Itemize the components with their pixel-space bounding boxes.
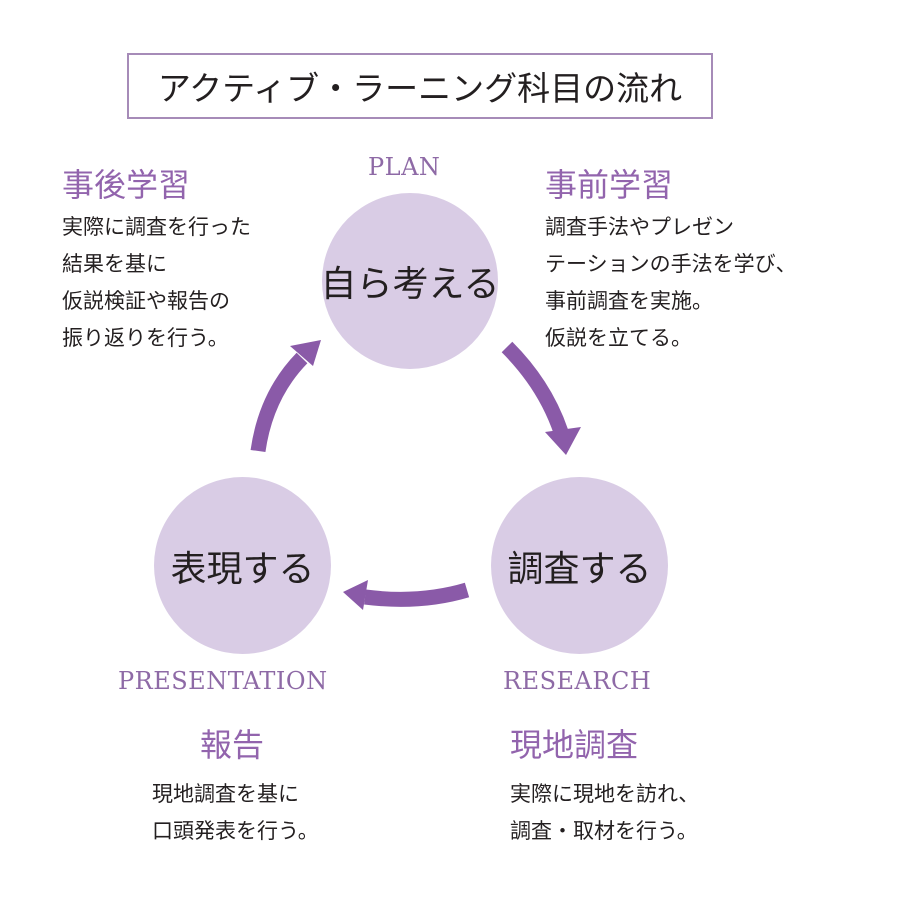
arrow-research-to-presentation bbox=[343, 580, 470, 610]
presentation-circle-text: 表現する bbox=[170, 548, 315, 590]
pre-study-line: テーションの手法を学び、 bbox=[545, 252, 797, 276]
report-line: 口頭発表を行う。 bbox=[152, 819, 319, 843]
report-line: 現地調査を基に bbox=[152, 782, 299, 806]
plan-circle-text: 自ら考える bbox=[320, 264, 500, 305]
research-circle: 調査する bbox=[491, 477, 668, 654]
field-research-line: 調査・取材を行う。 bbox=[510, 819, 698, 843]
post-study-line: 振り返りを行う。 bbox=[62, 326, 229, 350]
field-research-line: 実際に現地を訪れ、 bbox=[510, 782, 700, 806]
report-heading: 報告 bbox=[200, 726, 265, 764]
post-study-line: 実際に調査を行った bbox=[62, 215, 251, 239]
post-study-heading: 事後学習 bbox=[62, 166, 191, 204]
field-research-description: 実際に現地を訪れ、 調査・取材を行う。 bbox=[510, 776, 699, 850]
research-circle-text: 調査する bbox=[507, 548, 652, 590]
field-research-heading: 現地調査 bbox=[510, 726, 639, 764]
pre-study-heading: 事前学習 bbox=[545, 166, 674, 204]
pre-study-description: 調査手法やプレゼン テーションの手法を学び、 事前調査を実施。 仮説を立てる。 bbox=[545, 209, 797, 357]
presentation-circle: 表現する bbox=[154, 477, 331, 654]
arrow-presentation-to-plan bbox=[250, 340, 321, 453]
diagram-title: アクティブ・ラーニング科目の流れ bbox=[127, 53, 713, 119]
pre-study-line: 仮説を立てる。 bbox=[545, 326, 692, 350]
pre-study-line: 事前調査を実施。 bbox=[545, 289, 713, 313]
pre-study-line: 調査手法やプレゼン bbox=[545, 215, 734, 239]
post-study-description: 実際に調査を行った 結果を基に 仮説検証や報告の 振り返りを行う。 bbox=[62, 209, 251, 357]
research-english-label: RESEARCH bbox=[503, 667, 652, 695]
presentation-english-label: PRESENTATION bbox=[118, 667, 328, 695]
post-study-line: 結果を基に bbox=[62, 252, 167, 276]
report-description: 現地調査を基に 口頭発表を行う。 bbox=[152, 776, 319, 850]
plan-english-label: PLAN bbox=[368, 153, 441, 181]
arrow-plan-to-research bbox=[501, 341, 581, 455]
post-study-line: 仮説検証や報告の bbox=[62, 289, 230, 313]
plan-circle: 自ら考える bbox=[320, 193, 500, 369]
